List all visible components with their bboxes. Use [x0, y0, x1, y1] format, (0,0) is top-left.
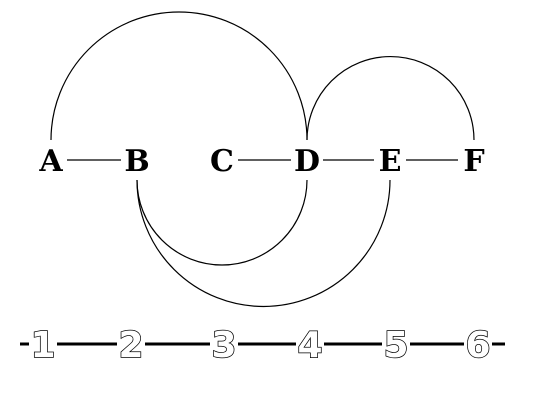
number-scale: 1 2 3 4 5 6: [20, 324, 505, 367]
arc-b-e: [136, 179, 391, 308]
scale-number-6: 6: [465, 325, 490, 366]
node-f: F: [463, 144, 484, 179]
nodes-layer: A B C D E F: [38, 144, 484, 179]
scale-number-1: 1: [30, 325, 55, 366]
scale-number-2: 2: [118, 325, 143, 366]
scale-number-4: 4: [297, 325, 322, 366]
arc-a-d: [50, 11, 308, 141]
arc-b-d: [136, 179, 308, 266]
node-a: A: [38, 144, 63, 179]
node-e: E: [379, 144, 402, 179]
arc-d-f: [306, 55, 475, 141]
scale-number-3: 3: [211, 325, 236, 366]
node-c: C: [210, 144, 234, 179]
scale-number-5: 5: [383, 325, 408, 366]
node-d: D: [294, 144, 320, 179]
edges-layer: [50, 11, 475, 308]
node-b: B: [124, 144, 149, 179]
